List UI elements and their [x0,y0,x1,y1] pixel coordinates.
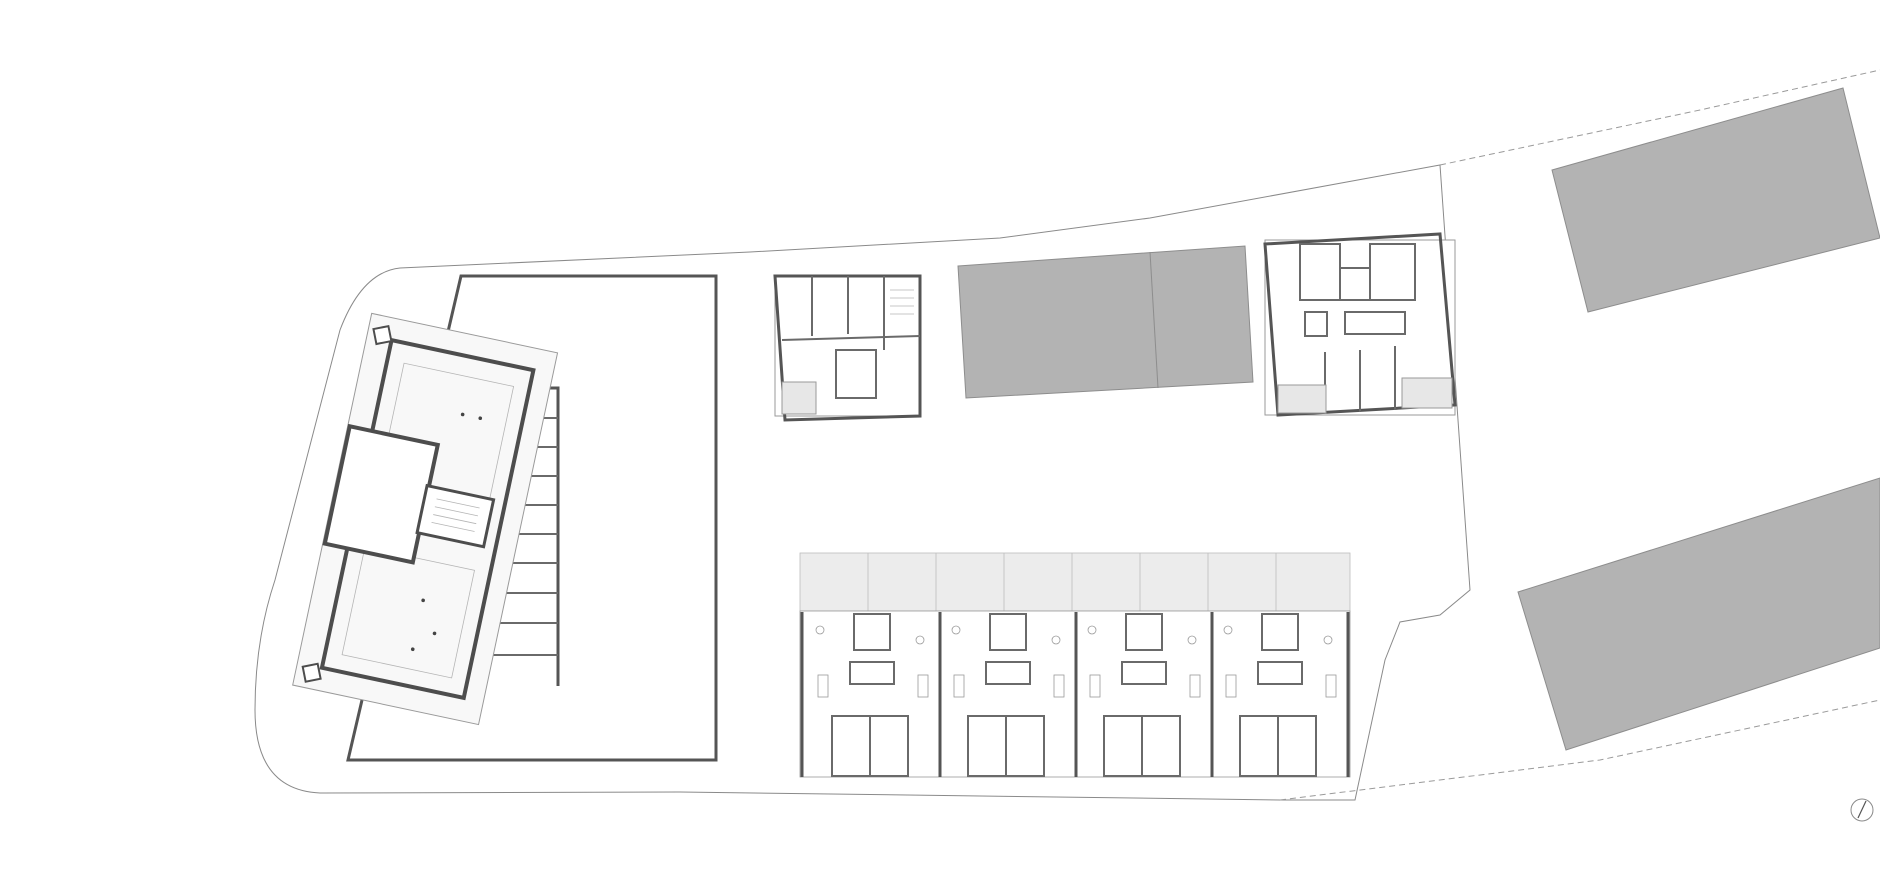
neighboring-building-center [957,245,1254,399]
neighboring-building-southeast [1517,477,1880,751]
neighboring-building-northeast [1551,87,1880,313]
apartment-building-west [292,312,559,726]
villa-north-1 [773,274,922,422]
north-arrow-icon [1850,798,1874,822]
row-houses [799,552,1351,778]
site-boundary [254,69,1880,801]
villa-north-2 [1263,232,1457,417]
